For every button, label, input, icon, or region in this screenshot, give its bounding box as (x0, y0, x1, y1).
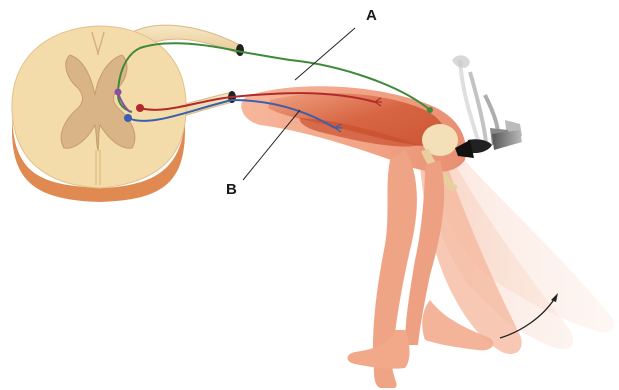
label-a-leader (295, 28, 355, 80)
label-b: B (226, 181, 237, 198)
label-a: A (366, 7, 377, 24)
spinal-cord-cross-section (12, 26, 186, 202)
